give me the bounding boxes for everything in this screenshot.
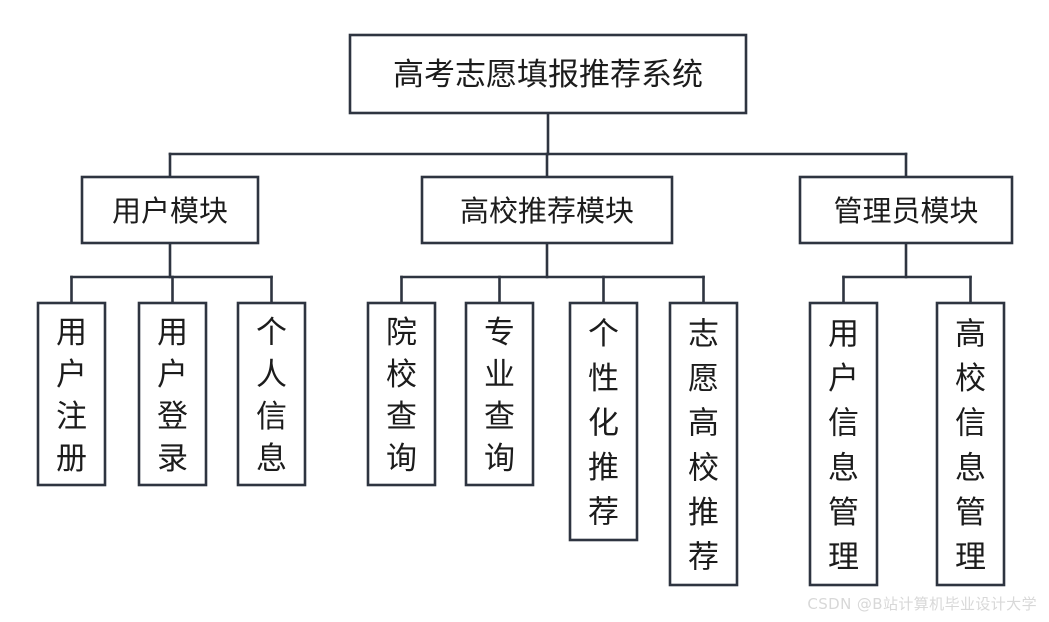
- node-admin-module-label: 管理员模块: [833, 194, 978, 228]
- node-college-info-mgmt[interactable]: 高校信息管理: [935, 301, 1006, 587]
- node-college-search[interactable]: 院校查询: [366, 301, 437, 487]
- node-college-info-mgmt-rect: [935, 301, 1006, 587]
- node-user-info-mgmt[interactable]: 用户信息管理: [808, 301, 879, 587]
- node-user-login-label: 用户登录: [157, 315, 188, 477]
- node-major-search-label: 专业查询: [484, 315, 515, 477]
- node-college-search-rect: [366, 301, 437, 487]
- node-user-register-label: 用户注册: [56, 315, 87, 477]
- node-user-login-rect: [137, 301, 208, 487]
- node-volunteer-rec-rect: [668, 301, 739, 587]
- node-personalized-rec[interactable]: 个性化推荐: [568, 301, 639, 542]
- node-user-module-label: 用户模块: [112, 194, 228, 228]
- node-root-rect: [348, 33, 748, 115]
- node-root-label: 高考志愿填报推荐系统: [393, 57, 703, 93]
- node-recommend-module-rect: [420, 175, 674, 245]
- node-personal-info-rect: [236, 301, 307, 487]
- node-recommend-module-label: 高校推荐模块: [460, 194, 634, 228]
- node-personalized-rec-label: 个性化推荐: [588, 316, 619, 530]
- node-personal-info-label: 个人信息: [256, 315, 287, 477]
- node-volunteer-rec[interactable]: 志愿高校推荐: [668, 301, 739, 587]
- node-college-info-mgmt-label: 高校信息管理: [955, 316, 986, 575]
- node-user-info-mgmt-label: 用户信息管理: [828, 316, 859, 575]
- node-user-info-mgmt-rect: [808, 301, 879, 587]
- node-user-login[interactable]: 用户登录: [137, 301, 208, 487]
- node-user-register-rect: [36, 301, 107, 487]
- node-recommend-module[interactable]: 高校推荐模块: [420, 175, 674, 245]
- node-personalized-rec-rect: [568, 301, 639, 542]
- node-user-register[interactable]: 用户注册: [36, 301, 107, 487]
- node-admin-module-rect: [798, 175, 1014, 245]
- node-user-module-rect: [80, 175, 260, 245]
- node-major-search[interactable]: 专业查询: [464, 301, 535, 487]
- node-major-search-rect: [464, 301, 535, 487]
- node-root[interactable]: 高考志愿填报推荐系统: [348, 33, 748, 115]
- node-personal-info[interactable]: 个人信息: [236, 301, 307, 487]
- connector-lines: [70, 111, 972, 305]
- node-admin-module[interactable]: 管理员模块: [798, 175, 1014, 245]
- node-college-search-label: 院校查询: [386, 315, 417, 477]
- watermark-text: CSDN @B站计算机毕业设计大学: [807, 595, 1037, 613]
- node-user-module[interactable]: 用户模块: [80, 175, 260, 245]
- node-volunteer-rec-label: 志愿高校推荐: [688, 316, 719, 575]
